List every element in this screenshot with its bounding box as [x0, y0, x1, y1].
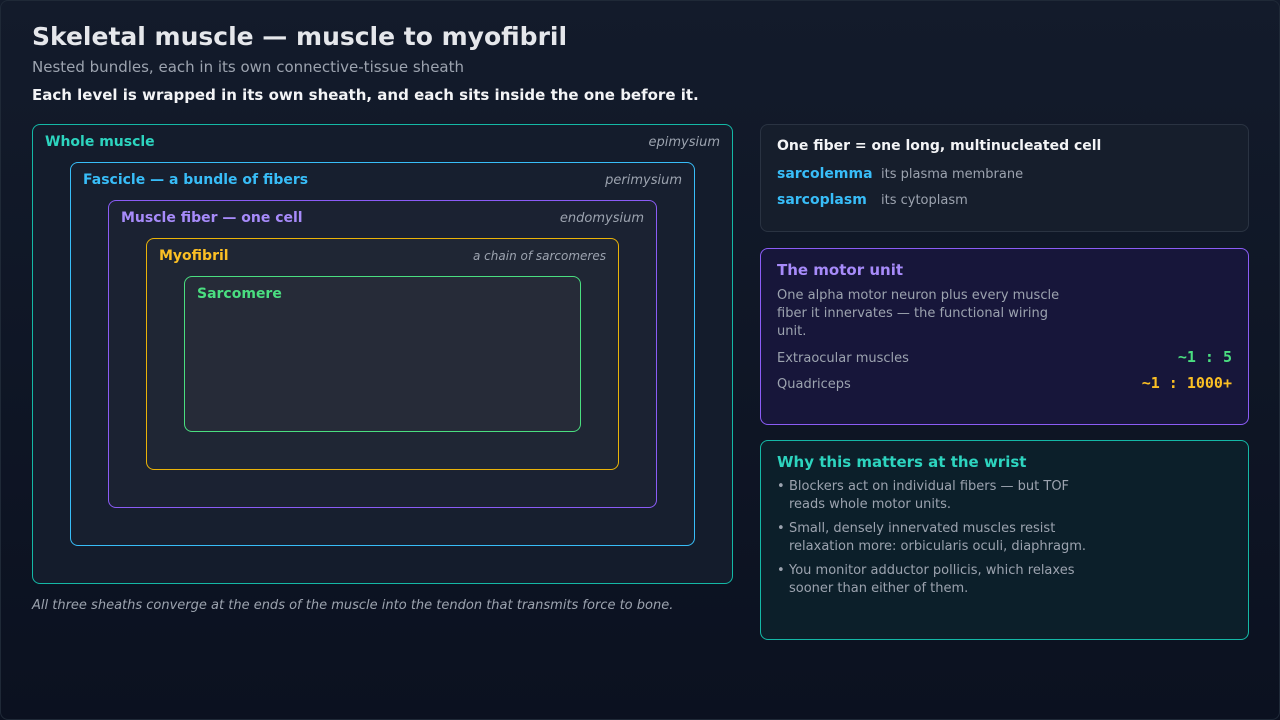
lead-statement: Each level is wrapped in its own sheath,…	[32, 86, 699, 104]
sarcomere-chain-label: a chain of sarcomeres	[473, 249, 606, 263]
diagram-footnote: All three sheaths converge at the ends o…	[32, 598, 674, 613]
ratio-row-extraocular: Extraocular muscles ~1 : 5	[777, 348, 1232, 366]
endomysium-label: endomysium	[559, 211, 644, 226]
motor-unit-title: The motor unit	[777, 261, 904, 279]
term-sarcoplasm-definition: its cytoplasm	[881, 193, 968, 208]
epimysium-label: epimysium	[648, 135, 720, 150]
motor-unit-card: The motor unit One alpha motor neuron pl…	[760, 248, 1249, 425]
term-row-sarcolemma: sarcolemma its plasma membrane	[777, 166, 1023, 182]
motor-unit-description: One alpha motor neuron plus every muscle…	[777, 288, 1060, 339]
term-row-sarcoplasm: sarcoplasm its cytoplasm	[777, 192, 968, 208]
wrist-card: Why this matters at the wrist Blockers a…	[760, 440, 1249, 640]
term-sarcolemma-definition: its plasma membrane	[881, 167, 1024, 182]
fascicle-label: Fascicle — a bundle of fibers	[83, 172, 309, 188]
term-sarcoplasm: sarcoplasm	[777, 192, 867, 208]
perimysium-label: perimysium	[605, 173, 682, 188]
ratio-muscle-quadriceps: Quadriceps	[777, 377, 851, 392]
fiber-card: One fiber = one long, multinucleated cel…	[760, 124, 1249, 232]
page-title: Skeletal muscle — muscle to myofibril	[32, 22, 568, 51]
myofibril-label: Myofibril	[159, 248, 229, 264]
sarcomere-label: Sarcomere	[197, 286, 282, 302]
ratio-value-extraocular: ~1 : 5	[1177, 348, 1232, 366]
wrist-bullet: Small, densely innervated muscles resist…	[777, 520, 1097, 556]
fiber-card-heading: One fiber = one long, multinucleated cel…	[777, 138, 1102, 154]
wrist-card-title: Why this matters at the wrist	[777, 453, 1027, 471]
ratio-row-quadriceps: Quadriceps ~1 : 1000+	[777, 374, 1232, 392]
ratio-value-quadriceps: ~1 : 1000+	[1141, 374, 1232, 392]
term-sarcolemma: sarcolemma	[777, 166, 873, 182]
wrist-bullet: Blockers act on individual fibers — but …	[777, 478, 1097, 514]
whole-muscle-label: Whole muscle	[45, 134, 155, 150]
sarcomere-box: Sarcomere	[184, 276, 581, 432]
ratio-muscle-extraocular: Extraocular muscles	[777, 351, 909, 366]
wrist-bullet-list: Blockers act on individual fibers — but …	[777, 478, 1097, 604]
page-subtitle: Nested bundles, each in its own connecti…	[32, 58, 464, 76]
muscle-fiber-label: Muscle fiber — one cell	[121, 210, 303, 226]
wrist-bullet: You monitor adductor pollicis, which rel…	[777, 562, 1097, 598]
